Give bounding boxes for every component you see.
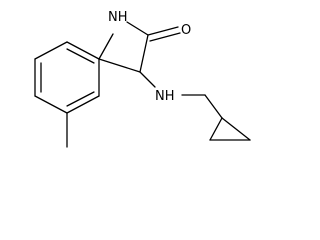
carbonyl-bond-second bbox=[149, 32, 181, 42]
bond-c3a-c7a bbox=[66, 41, 100, 60]
amine-nh-label: NH bbox=[155, 89, 175, 104]
lactam-ring bbox=[98, 21, 149, 73]
bond-c5-c4 bbox=[66, 95, 100, 114]
bond-c2-c3 bbox=[139, 34, 149, 73]
carbonyl-bond bbox=[147, 26, 179, 36]
bond-c7a-c7 bbox=[34, 41, 68, 60]
bond-c3-c3a bbox=[98, 58, 141, 73]
cyclopropyl-bond-c bbox=[221, 117, 251, 141]
molecule-structure: NH O NH bbox=[34, 10, 251, 148]
bond-ch2-cyclopropyl bbox=[204, 94, 223, 119]
benzene-ring bbox=[34, 41, 100, 114]
bond-c3-nh bbox=[139, 71, 156, 88]
bond-n1-c2 bbox=[126, 21, 149, 36]
cyclopropyl-bond-a bbox=[209, 117, 223, 141]
carbonyl-oxygen-label: O bbox=[181, 23, 191, 38]
cyclopropyl-ring bbox=[209, 117, 251, 141]
bond-c7a-n1 bbox=[98, 33, 114, 60]
ring-nh-label: NH bbox=[108, 10, 128, 25]
bond-c6-c5 bbox=[34, 95, 68, 114]
bond-c5-c4-inner bbox=[66, 91, 95, 107]
bond-c3a-c7a-inner bbox=[66, 48, 95, 64]
